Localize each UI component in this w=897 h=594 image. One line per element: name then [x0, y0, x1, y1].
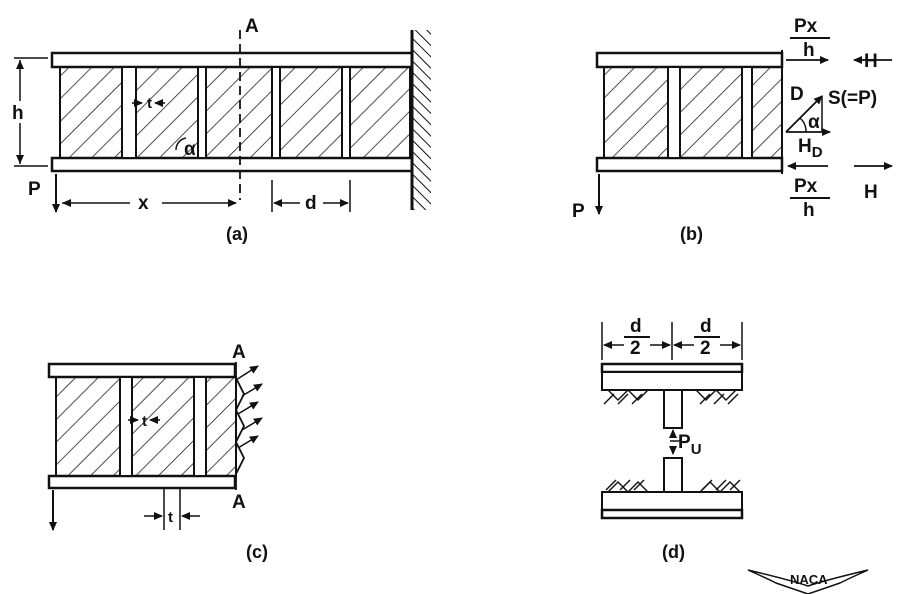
section-label: A: [245, 16, 259, 37]
flange-force-num: Px: [794, 16, 818, 37]
distance-label: x: [138, 193, 149, 214]
caption-d: (d): [662, 542, 685, 562]
lower-stiffener: [663, 457, 683, 493]
logo-text: NACA: [790, 572, 828, 587]
horizontal-force-bottom: H: [864, 182, 878, 203]
stiffener: [341, 66, 351, 159]
web-panel: [279, 66, 343, 159]
horizontal-force-top: H: [864, 51, 878, 72]
stiffener: [741, 66, 753, 159]
web-panel: [205, 66, 273, 159]
web-panel: [59, 66, 123, 159]
panel-d: d 2 d 2 PU (d): [600, 316, 744, 562]
caption-c: (c): [246, 542, 268, 562]
lower-flange-body: [601, 491, 743, 511]
section-top-label: A: [232, 342, 246, 363]
load-label: P: [28, 179, 41, 200]
flange-force-num: Px: [794, 176, 818, 197]
web-panel: [55, 376, 121, 477]
stiffener: [197, 66, 207, 159]
stiffener: [121, 66, 137, 159]
bottom-flange: [50, 156, 414, 173]
upper-flange-body: [601, 371, 743, 391]
stiffener: [119, 376, 133, 477]
caption-a: (a): [226, 224, 248, 244]
web-thickness-label: t: [147, 95, 152, 112]
load-label: P: [572, 201, 585, 222]
height-label: h: [12, 103, 24, 124]
spacing-label: d: [305, 193, 317, 214]
flange-force-den: h: [803, 200, 815, 221]
panel-a: A h t α P x d (a): [8, 16, 431, 244]
upper-flange: [600, 362, 744, 374]
section-bottom-label: A: [232, 492, 246, 513]
web-panel: [679, 66, 743, 159]
cut-edge: [234, 362, 246, 490]
diagonal-label: D: [790, 84, 804, 105]
top-flange: [595, 51, 784, 69]
top-flange: [47, 362, 237, 379]
caption-b: (b): [680, 224, 703, 244]
angle-label: α: [808, 112, 820, 133]
half-spacing-num: d: [700, 316, 712, 337]
stiffener: [667, 66, 681, 159]
half-spacing-num: d: [630, 316, 642, 337]
horiz-component: HD: [798, 136, 823, 161]
web-panel: [603, 66, 669, 159]
angle-label: α: [184, 139, 196, 160]
bottom-flange: [595, 156, 784, 173]
fixed-wall: [413, 30, 431, 210]
flange-thickness-label: t: [168, 509, 173, 526]
stiffener: [271, 66, 281, 159]
web-thickness-label: t: [142, 413, 147, 430]
web-panel: [349, 66, 411, 159]
lower-flange: [600, 508, 744, 520]
half-spacing-den: 2: [700, 338, 711, 359]
stiffener: [193, 376, 207, 477]
force-label: PU: [678, 432, 702, 458]
flange-force-den: h: [803, 40, 815, 61]
web-panel: [751, 66, 783, 159]
half-spacing-den: 2: [630, 338, 641, 359]
shear-label: S(=P): [828, 88, 877, 109]
panel-b: Px h H D α S(=P) HD Px h H P (b): [572, 16, 893, 244]
bottom-flange: [47, 474, 237, 490]
web-panel: [205, 376, 237, 477]
upper-stiffener: [663, 389, 683, 429]
top-flange: [50, 51, 414, 69]
panel-c: A A t t (c): [47, 342, 268, 562]
naca-logo: NACA: [747, 569, 869, 594]
